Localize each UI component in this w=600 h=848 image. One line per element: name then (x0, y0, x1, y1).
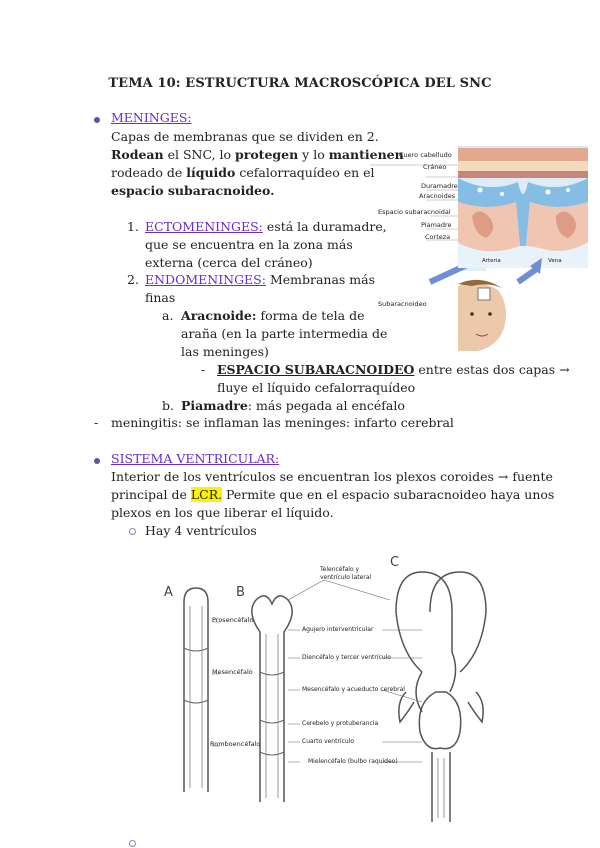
page-title: TEMA 10: ESTRUCTURA MACROSCÓPICA DEL SNC (108, 76, 492, 91)
fig1-label-espacio: Espacio subaracnoidal (378, 208, 451, 216)
fig2-label-mielencefalo: Mielencéfalo (bulbo raquídeo) (308, 758, 398, 765)
ventricular-figure: A B C (164, 555, 487, 822)
ventricular-line-1: Interior de los ventrículos se encuentra… (111, 469, 553, 484)
meninges-line-3: rodeado de líquido cefalorraquídeo en el (111, 165, 375, 180)
meninges-heading: MENINGES: (111, 110, 192, 125)
ectomeninges-line-3: externa (cerca del cráneo) (145, 255, 313, 270)
fig1-label-vena: Vena (548, 258, 562, 264)
ventricular-sub: Hay 4 ventrículos (145, 523, 257, 538)
ventricular-line-3: plexos en los que liberar el líquido. (111, 505, 334, 520)
ventricular-line-2: principal de LCR. Permite que en el espa… (111, 487, 555, 502)
meninges-figure-panel (458, 146, 588, 351)
list-letter: a. (162, 308, 174, 323)
ventricular-heading: SISTEMA VENTRICULAR: (111, 451, 280, 466)
espacio-line-1: ESPACIO SUBARACNOIDEO entre estas dos ca… (217, 362, 570, 377)
fig2-letter-c: C (390, 555, 399, 570)
fig2-label-diencefalo: Diencéfalo y tercer ventrículo (302, 654, 391, 661)
fig1-caption: Subaracnoideo (378, 300, 427, 308)
fig2-label-agujero: Agujero interventricular (302, 626, 374, 633)
fig2-label-mesencefalo: Mesencéfalo (212, 668, 253, 676)
fig1-label-arteria: Arteria (482, 258, 501, 264)
list-number: 1. (127, 219, 139, 234)
fig2-label-romboencefalo: Romboencéfalo (210, 740, 261, 748)
ectomeninges-line-1: ECTOMENINGES: está la duramadre, (145, 219, 387, 234)
endomeninges-line-1: ENDOMENINGES: Membranas más (145, 272, 376, 287)
meninges-line-1: Capas de membranas que se dividen en 2. (111, 129, 379, 144)
dash-marker: - (201, 362, 206, 377)
fig1-label-aracnoides: Aracnoides (419, 192, 456, 200)
fig1-label-duramadre: Duramadre (421, 182, 458, 190)
fig2-label-prosencefalo: Prosencéfalo (212, 616, 254, 624)
fig2-letter-a: A (164, 585, 173, 600)
sub-bullet (129, 840, 136, 847)
dash-marker: - (94, 415, 99, 430)
fig1-label-piamadre: Piamadre (421, 221, 452, 229)
sub-bullet (129, 528, 136, 535)
fig1-label-corteza: Corteza (425, 233, 451, 241)
aracnoide-line-1: Aracnoide: forma de tela de (181, 308, 365, 323)
piamadre-line: Piamadre: más pegada al encéfalo (181, 398, 405, 413)
fig2-letter-b: B (236, 585, 245, 600)
fig2-label-telencefalo: Telencéfalo y ventrículo lateral (320, 566, 372, 581)
fig2-label-cerebelo: Cerebelo y protuberancia (302, 720, 379, 727)
meningitis-line: meningitis: se inflaman las meninges: in… (111, 415, 454, 430)
meninges-line-4: espacio subaracnoideo. (111, 183, 275, 198)
fig1-label-cuero: Cuero cabelludo (399, 151, 452, 159)
espacio-line-2: fluye el líquido cefalorraquídeo (217, 380, 416, 395)
meninges-line-2: Rodean el SNC, lo protegen y lo mantiene… (111, 147, 404, 162)
aracnoide-line-2: araña (en la parte intermedia de (181, 326, 388, 341)
list-number: 2. (127, 272, 139, 287)
bullet (94, 458, 100, 464)
endomeninges-line-2: finas (145, 290, 176, 305)
fig1-label-craneo: Cráneo (423, 163, 447, 171)
list-letter: b. (162, 398, 174, 413)
fig2-label-cuarto: Cuarto ventrículo (302, 738, 355, 745)
fig2-label-mesencefalo-acueducto: Mesencéfalo y acueducto cerebral (302, 686, 405, 693)
ectomeninges-line-2: que se encuentra en la zona más (145, 237, 353, 252)
bullet (94, 117, 100, 123)
aracnoide-line-3: las meninges) (181, 344, 269, 359)
